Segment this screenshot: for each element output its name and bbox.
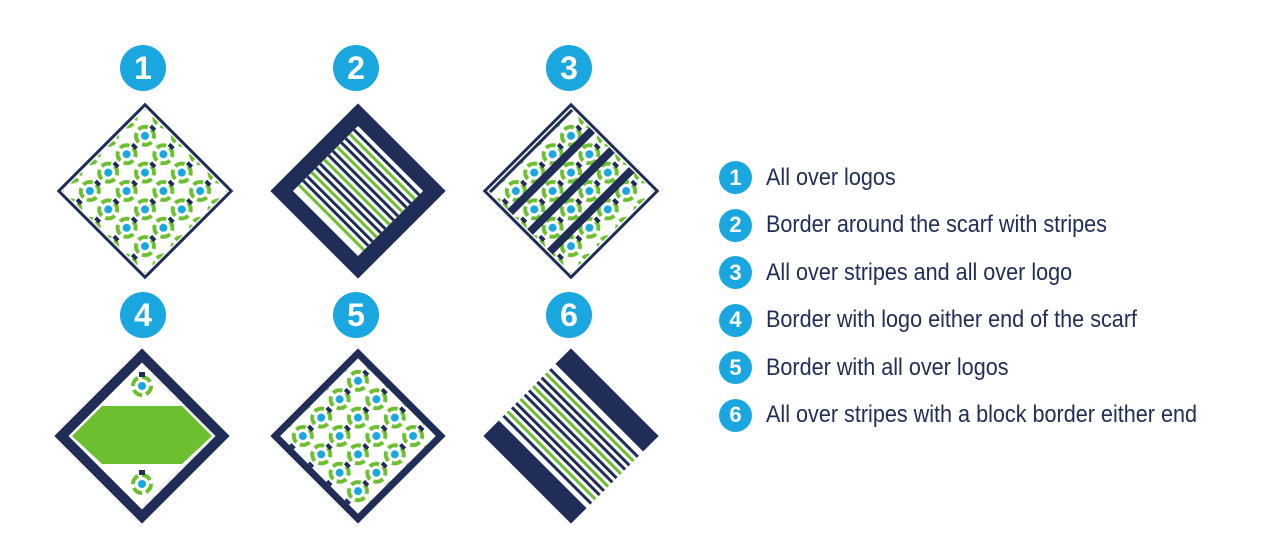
design-2-number-badge: 2 xyxy=(333,45,379,91)
legend-number-badge: 2 xyxy=(719,208,752,242)
legend-label: Border around the scarf with stripes xyxy=(766,211,1107,239)
legend-number-badge: 4 xyxy=(719,303,752,337)
legend-item-6: 6 All over stripes with a block border e… xyxy=(719,392,1245,440)
legend-label: All over logos xyxy=(766,163,896,191)
scarf-design-1-all-over-logos xyxy=(56,102,234,280)
legend-item-2: 2 Border around the scarf with stripes xyxy=(719,202,1245,250)
legend-label: All over stripes and all over logo xyxy=(766,258,1073,286)
legend-item-3: 3 All over stripes and all over logo xyxy=(719,249,1245,297)
scarf-design-2-border-with-stripes xyxy=(270,103,446,279)
legend-number-badge: 1 xyxy=(719,161,752,195)
design-1-number-badge: 1 xyxy=(120,45,166,91)
legend-label: Border with all over logos xyxy=(766,353,1009,381)
legend-number-badge: 3 xyxy=(719,256,752,290)
legend-item-4: 4 Border with logo either end of the sca… xyxy=(719,297,1245,345)
legend-label: All over stripes with a block border eit… xyxy=(766,401,1198,429)
design-6-number-badge: 6 xyxy=(546,292,592,338)
legend: 1 All over logos 2 Border around the sca… xyxy=(719,154,1245,439)
design-5-number-badge: 5 xyxy=(333,292,379,338)
legend-number-badge: 5 xyxy=(719,351,752,385)
scarf-design-5-border-all-over-logos xyxy=(270,348,446,524)
scarf-design-3-stripes-and-logos xyxy=(482,102,660,280)
scarf-design-4-border-logo-ends xyxy=(54,348,230,524)
design-3-number-badge: 3 xyxy=(546,45,592,91)
legend-number-badge: 6 xyxy=(719,398,752,432)
legend-label: Border with logo either end of the scarf xyxy=(766,306,1138,334)
legend-item-5: 5 Border with all over logos xyxy=(719,344,1245,392)
scarf-design-6-stripes-block-border xyxy=(483,348,659,524)
legend-item-1: 1 All over logos xyxy=(719,154,1245,202)
design-4-number-badge: 4 xyxy=(120,292,166,338)
